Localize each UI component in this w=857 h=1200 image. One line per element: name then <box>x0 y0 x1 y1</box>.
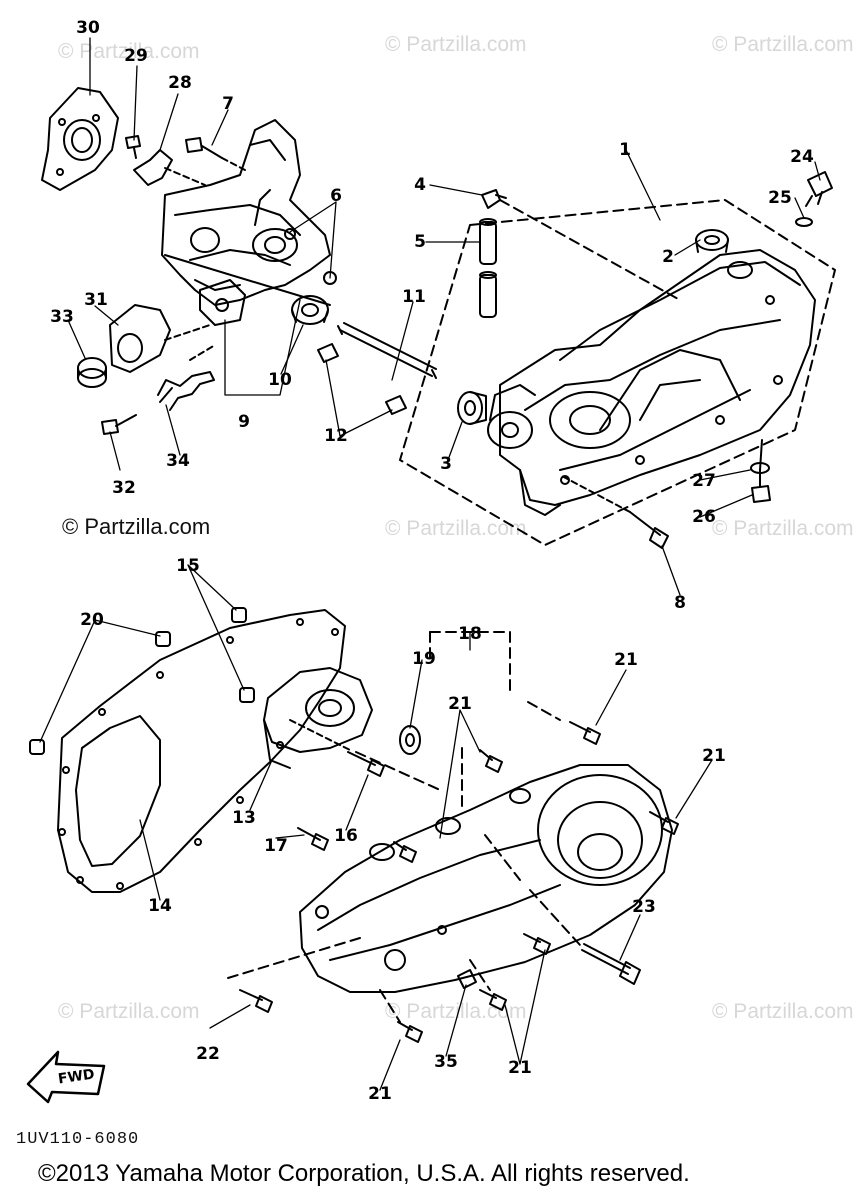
bolt-part-32 <box>101 414 137 435</box>
callout-35: 35 <box>434 1052 458 1072</box>
fwd-arrow-icon <box>26 1050 106 1104</box>
callout-15: 15 <box>176 556 200 576</box>
callout-19: 19 <box>412 649 436 669</box>
bolt-part-26 <box>751 469 771 503</box>
bolt-part-23 <box>581 943 641 985</box>
clamp-part-28 <box>133 149 173 186</box>
callout-34: 34 <box>166 451 190 471</box>
callout-21: 21 <box>508 1058 532 1078</box>
callout-21: 21 <box>614 650 638 670</box>
callout-13: 13 <box>232 808 256 828</box>
callout-16: 16 <box>334 826 358 846</box>
cover-part-31 <box>109 304 171 373</box>
callout-21: 21 <box>702 746 726 766</box>
callout-7: 7 <box>222 94 234 114</box>
callout-30: 30 <box>76 18 100 38</box>
callout-8: 8 <box>674 593 686 613</box>
dowel-part-20 <box>29 631 171 755</box>
cap-part-33 <box>77 357 107 388</box>
clip-part-12 <box>317 343 407 415</box>
callout-9: 9 <box>238 412 250 432</box>
left-crankcase <box>161 119 337 306</box>
collar-part-19 <box>399 725 421 755</box>
watermark: © Partzilla.com <box>385 517 527 540</box>
leader-fitting <box>499 199 681 301</box>
callout-27: 27 <box>692 471 716 491</box>
bracket-part-13 <box>263 667 373 769</box>
callout-2: 2 <box>662 247 674 267</box>
callout-21: 21 <box>368 1084 392 1104</box>
callout-12: 12 <box>324 426 348 446</box>
nut-part-6 <box>284 228 296 240</box>
fitting-part-4 <box>481 189 507 209</box>
bolt-part-16 <box>347 751 385 777</box>
bolt-part-22 <box>239 989 273 1013</box>
callout-17: 17 <box>264 836 288 856</box>
watermark: © Partzilla.com <box>385 1000 527 1023</box>
callout-33: 33 <box>50 307 74 327</box>
leader-26 <box>759 439 763 471</box>
callout-3: 3 <box>440 454 452 474</box>
callout-10: 10 <box>268 370 292 390</box>
gasket-part-14 <box>57 609 346 893</box>
leader-34 <box>189 344 216 361</box>
callout-31: 31 <box>84 290 108 310</box>
leader-13 <box>289 719 351 751</box>
hose-part-5 <box>479 218 497 318</box>
callout-28: 28 <box>168 73 192 93</box>
callout-22: 22 <box>196 1044 220 1064</box>
callout-23: 23 <box>632 897 656 917</box>
clip-part-35 <box>457 969 477 989</box>
right-crankcase <box>487 249 816 516</box>
watermark: © Partzilla.com <box>58 1000 200 1023</box>
callout-4: 4 <box>414 175 426 195</box>
leader-28 <box>164 167 206 186</box>
copyright-notice: ©2013 Yamaha Motor Corporation, U.S.A. A… <box>38 1160 690 1187</box>
watermark: © Partzilla.com <box>385 33 527 56</box>
bearing-part-2 <box>695 229 729 253</box>
shaft-part-11 <box>337 322 437 379</box>
dowel-part-15 <box>231 607 255 703</box>
leader-7 <box>221 157 246 171</box>
callout-14: 14 <box>148 896 172 916</box>
callout-26: 26 <box>692 507 716 527</box>
callout-1: 1 <box>619 140 631 160</box>
spring-clip-part-34 <box>157 371 215 411</box>
callout-24: 24 <box>790 147 814 167</box>
leader-8 <box>559 474 631 513</box>
leader-left-case <box>164 254 331 306</box>
callout-32: 32 <box>112 478 136 498</box>
partzilla-credit: © Partzilla.com <box>62 514 211 539</box>
watermark: © Partzilla.com <box>58 40 200 63</box>
watermark: © Partzilla.com <box>712 1000 854 1023</box>
bolt-part-21 <box>393 721 679 1043</box>
callout-25: 25 <box>768 188 792 208</box>
bearing-part-3 <box>457 391 487 425</box>
assembly-boundary-right-crankcase <box>399 199 836 546</box>
leader-lines-lower <box>227 631 581 1023</box>
callout-21: 21 <box>448 694 472 714</box>
callout-11: 11 <box>402 287 426 307</box>
callout-20: 20 <box>80 610 104 630</box>
bolt-part-29 <box>125 135 141 159</box>
callout-leaders <box>39 37 821 1091</box>
bolt-part-8 <box>629 511 669 549</box>
plug-part-24 <box>805 171 833 207</box>
callout-18: 18 <box>458 624 482 644</box>
drawing-code: 1UV110-6080 <box>16 1130 140 1149</box>
callout-6: 6 <box>330 186 342 206</box>
bolt-part-7 <box>185 137 223 159</box>
callout-29: 29 <box>124 46 148 66</box>
crankcase-cover-part-18 <box>299 764 673 993</box>
bracket-part-9 <box>199 279 246 326</box>
watermark: © Partzilla.com <box>712 517 854 540</box>
bolt-part-17 <box>297 827 329 851</box>
watermark: © Partzilla.com <box>712 33 854 56</box>
plate-part-30 <box>41 87 119 191</box>
callout-5: 5 <box>414 232 426 252</box>
leader-31 <box>164 324 211 341</box>
o-ring-part-25 <box>795 217 813 227</box>
